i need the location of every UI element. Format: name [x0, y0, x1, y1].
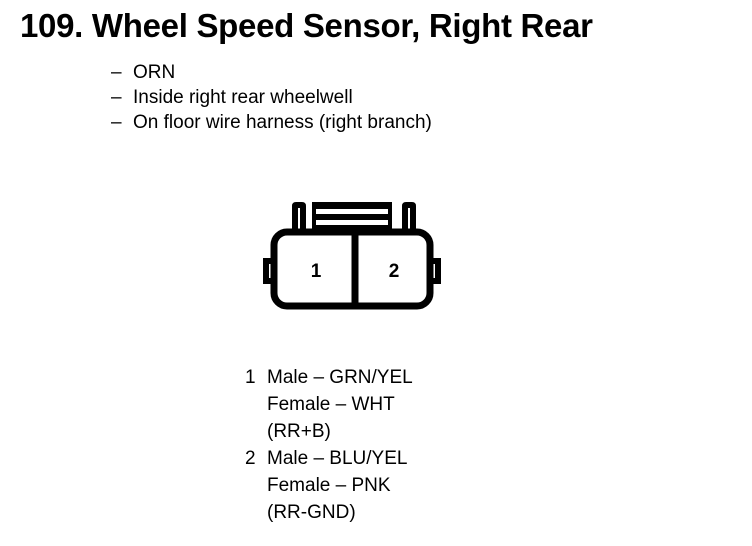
latch-center-block	[312, 202, 392, 232]
descriptor-text: ORN	[133, 62, 176, 83]
legend-lines: Male – BLU/YEL Female – PNK (RR-GND)	[267, 445, 407, 526]
legend-line: Female – WHT	[267, 394, 395, 415]
legend-line: Male – GRN/YEL	[267, 367, 413, 388]
latch-post-right	[402, 202, 416, 234]
dash-bullet-icon: –	[111, 62, 122, 83]
descriptor-text: On floor wire harness (right branch)	[133, 112, 432, 133]
descriptor-item: – Inside right rear wheelwell	[111, 85, 671, 110]
legend-entry-pin-2: 2 Male – BLU/YEL Female – PNK (RR-GND)	[245, 445, 545, 526]
descriptor-text: Inside right rear wheelwell	[133, 87, 353, 108]
page-title: 109. Wheel Speed Sensor, Right Rear	[20, 7, 593, 44]
legend-pin-number: 2	[245, 448, 256, 469]
legend-line: (RR+B)	[267, 421, 331, 442]
cavity-number-2: 2	[389, 261, 400, 282]
latch-post-left	[292, 202, 306, 234]
legend-line: (RR-GND)	[267, 502, 356, 523]
dash-bullet-icon: –	[111, 87, 122, 108]
descriptor-item: – On floor wire harness (right branch)	[111, 110, 671, 135]
legend-lines: Male – GRN/YEL Female – WHT (RR+B)	[267, 364, 413, 445]
legend-line: Female – PNK	[267, 475, 391, 496]
legend-entry-pin-1: 1 Male – GRN/YEL Female – WHT (RR+B)	[245, 364, 545, 445]
dash-bullet-icon: –	[111, 112, 122, 133]
connector-diagram: 1 2	[255, 196, 455, 316]
cavity-number-1: 1	[311, 261, 322, 282]
legend-line: Male – BLU/YEL	[267, 448, 408, 469]
descriptor-item: – ORN	[111, 60, 671, 85]
legend-pin-number: 1	[245, 367, 256, 388]
pin-legend: 1 Male – GRN/YEL Female – WHT (RR+B) 2 M…	[245, 364, 545, 526]
descriptor-list: – ORN – Inside right rear wheelwell – On…	[111, 60, 671, 135]
